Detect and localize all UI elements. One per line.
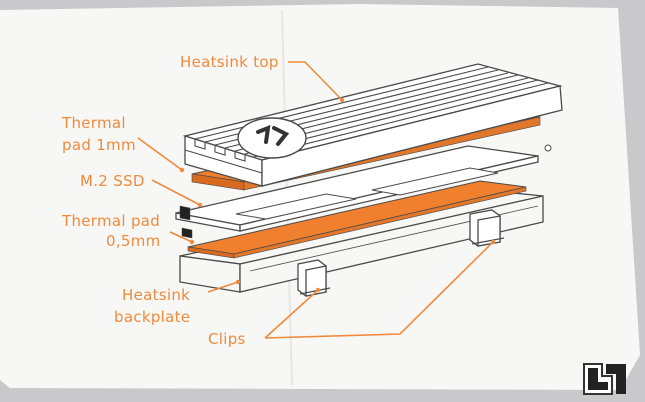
label-heatsink-backplate-line1: Heatsink bbox=[122, 286, 190, 304]
ek-logo-icon bbox=[238, 118, 306, 158]
clip-left bbox=[298, 260, 330, 296]
label-heatsink-top: Heatsink top bbox=[180, 53, 279, 71]
label-thermal-pad-bottom-line2: 0,5mm bbox=[106, 232, 161, 250]
label-thermal-pad-top-line1: Thermal bbox=[61, 114, 126, 132]
label-heatsink-backplate-line2: backplate bbox=[114, 308, 190, 326]
label-clips: Clips bbox=[208, 330, 246, 348]
clip-right bbox=[470, 210, 504, 246]
label-m2-ssd: M.2 SSD bbox=[80, 172, 145, 190]
label-thermal-pad-bottom-line1: Thermal pad bbox=[61, 212, 160, 230]
label-thermal-pad-top-line2: pad 1mm bbox=[62, 136, 136, 154]
